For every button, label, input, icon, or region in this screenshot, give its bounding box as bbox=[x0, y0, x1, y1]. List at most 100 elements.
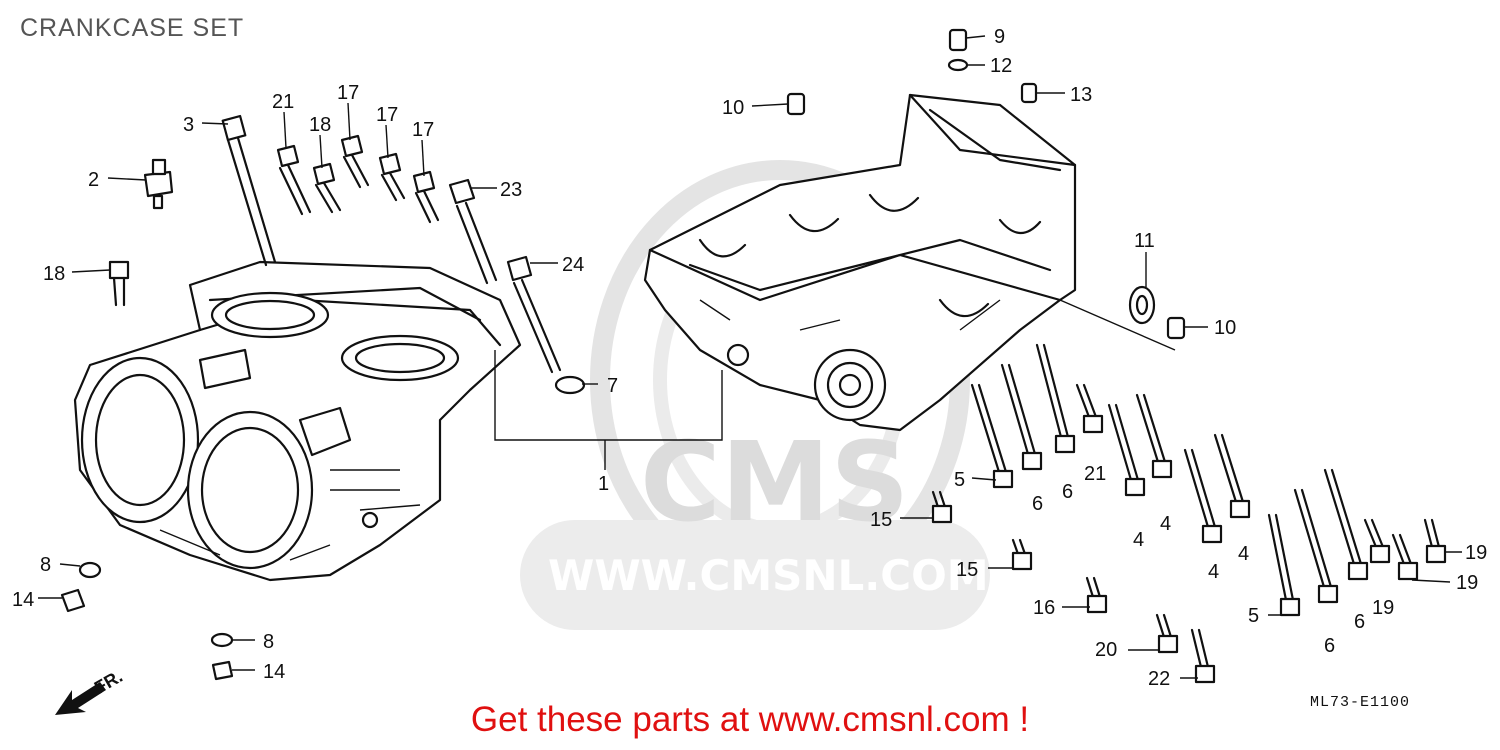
bearing-11 bbox=[1128, 285, 1156, 325]
bolt-head bbox=[1201, 524, 1223, 544]
callout-18: 18 bbox=[309, 114, 331, 136]
bolt-head bbox=[1124, 477, 1146, 497]
callout-13: 13 bbox=[1070, 84, 1092, 106]
bolt-18 bbox=[108, 260, 130, 307]
callout-12: 12 bbox=[990, 55, 1012, 77]
bolt-head bbox=[1229, 499, 1251, 519]
o-ring-12 bbox=[947, 58, 969, 72]
bolt-shaft bbox=[1183, 448, 1217, 529]
callout-7: 7 bbox=[607, 375, 618, 397]
callout-6: 6 bbox=[1354, 611, 1365, 633]
callout-10: 10 bbox=[1214, 317, 1236, 339]
washer-8-lower bbox=[210, 632, 234, 648]
callout-17: 17 bbox=[337, 82, 359, 104]
bolt-head bbox=[1086, 594, 1108, 614]
bolt-head bbox=[992, 469, 1014, 489]
bolt-14-lower bbox=[211, 660, 234, 681]
callout-5: 5 bbox=[954, 469, 965, 491]
callout-4: 4 bbox=[1208, 561, 1219, 583]
callout-16: 16 bbox=[1033, 597, 1055, 619]
bolt-shaft bbox=[1293, 488, 1333, 589]
callout-10: 10 bbox=[722, 97, 744, 119]
bolt-shaft bbox=[1423, 518, 1441, 549]
watermark-logo: CMS bbox=[640, 418, 909, 546]
bolt-shaft bbox=[1267, 513, 1295, 602]
callout-5: 5 bbox=[1248, 605, 1259, 627]
bolt-head bbox=[1151, 459, 1173, 479]
callout-14: 14 bbox=[263, 661, 285, 683]
lower-crankcase bbox=[643, 93, 1077, 432]
callout-17: 17 bbox=[412, 119, 434, 141]
dowel-10-upper bbox=[786, 92, 806, 116]
callout-24: 24 bbox=[562, 254, 584, 276]
bolt-shaft bbox=[1035, 343, 1070, 439]
bolt-shaft bbox=[1135, 393, 1167, 464]
footer-link[interactable]: Get these parts at www.cmsnl.com ! bbox=[470, 700, 1030, 739]
bolt-shaft bbox=[970, 383, 1008, 474]
callout-18: 18 bbox=[43, 263, 65, 285]
bolt-head bbox=[1369, 544, 1391, 564]
callout-4: 4 bbox=[1133, 529, 1144, 551]
callout-2: 2 bbox=[88, 169, 99, 191]
bolt-head bbox=[1021, 451, 1043, 471]
leader-lines bbox=[38, 35, 1462, 679]
callout-23: 23 bbox=[500, 179, 522, 201]
bolt-shaft bbox=[1363, 518, 1385, 549]
callout-21: 21 bbox=[272, 91, 294, 113]
watermark-url: WWW.CMSNL.COM bbox=[548, 551, 989, 600]
upper-crankcase bbox=[73, 260, 522, 582]
lower-case-bolts bbox=[931, 343, 1447, 684]
callout-4: 4 bbox=[1238, 543, 1249, 565]
bolts-upper-group bbox=[276, 134, 440, 224]
callout-20: 20 bbox=[1095, 639, 1117, 661]
bolt-head bbox=[1425, 544, 1447, 564]
bolt-head bbox=[1082, 414, 1104, 434]
callout-1: 1 bbox=[598, 473, 609, 495]
bolt-head bbox=[1054, 434, 1076, 454]
bolt-head bbox=[1157, 634, 1179, 654]
bolt-shaft bbox=[1155, 613, 1173, 639]
callout-17: 17 bbox=[376, 104, 398, 126]
washer-7 bbox=[554, 375, 586, 395]
bolt-head bbox=[931, 504, 953, 524]
bolt-shaft bbox=[1085, 576, 1102, 599]
bolt-3 bbox=[221, 114, 277, 267]
callout-6: 6 bbox=[1324, 635, 1335, 657]
callout-3: 3 bbox=[183, 114, 194, 136]
callout-15: 15 bbox=[956, 559, 978, 581]
callout-4: 4 bbox=[1160, 513, 1171, 535]
callout-19: 19 bbox=[1465, 542, 1487, 564]
callout-19: 19 bbox=[1372, 597, 1394, 619]
bolt-head bbox=[1011, 551, 1033, 571]
bolt-shaft bbox=[1323, 468, 1363, 566]
dowel-13 bbox=[1020, 82, 1038, 104]
callout-8: 8 bbox=[40, 554, 51, 576]
callout-6: 6 bbox=[1032, 493, 1043, 515]
dowel-10-lower bbox=[1166, 316, 1186, 340]
callout-19: 19 bbox=[1456, 572, 1478, 594]
callout-labels: 1 2 3 21 18 17 17 17 23 24 7 18 8 14 8 1… bbox=[12, 26, 1487, 690]
bolt-shaft bbox=[1000, 363, 1037, 456]
bolt-head bbox=[1397, 561, 1419, 581]
callout-8: 8 bbox=[263, 631, 274, 653]
bolt-shaft bbox=[1213, 433, 1245, 504]
bolt-shaft bbox=[1391, 533, 1413, 566]
callout-11: 11 bbox=[1134, 230, 1155, 252]
bolt-head bbox=[1279, 597, 1301, 617]
bolt-head bbox=[1347, 561, 1369, 581]
page-title: CRANKCASE SET bbox=[20, 14, 245, 42]
callout-14: 14 bbox=[12, 589, 34, 611]
bolt-head bbox=[1317, 584, 1339, 604]
bolt-shaft bbox=[1011, 538, 1027, 556]
bolt-shaft bbox=[1107, 403, 1140, 482]
bolt-14-upper bbox=[60, 588, 86, 613]
bolt-24 bbox=[506, 255, 562, 374]
callout-15: 15 bbox=[870, 509, 892, 531]
washer-8-upper bbox=[78, 561, 102, 579]
diagram-code: ML73-E1100 bbox=[1310, 694, 1411, 711]
bolt-head bbox=[1194, 664, 1216, 684]
dowel-9 bbox=[948, 28, 968, 52]
oil-pressure-switch bbox=[143, 158, 174, 210]
callout-9: 9 bbox=[994, 26, 1005, 48]
